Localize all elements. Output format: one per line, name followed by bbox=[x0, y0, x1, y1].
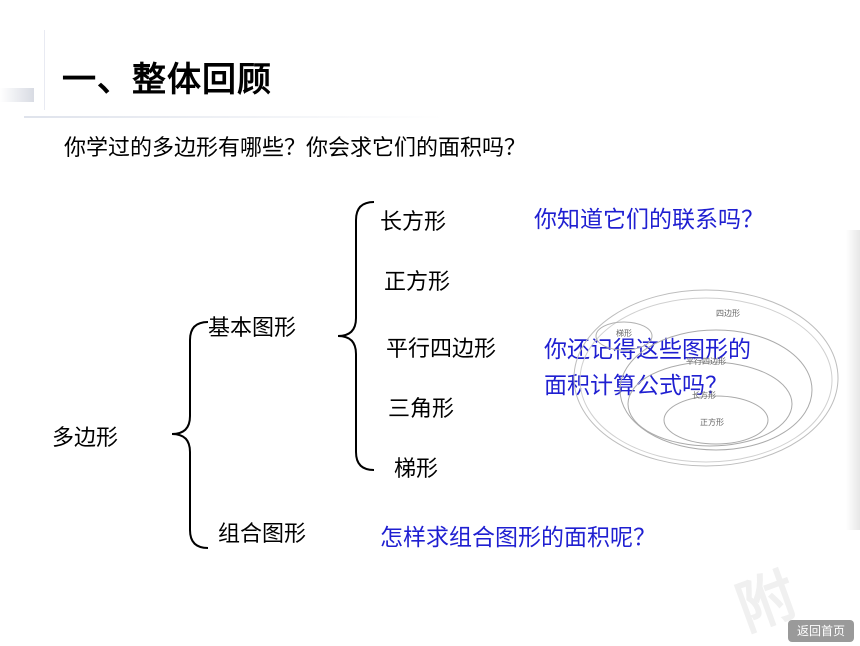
right-edge-shade bbox=[846, 230, 860, 530]
page-title: 一、整体回顾 bbox=[62, 60, 272, 100]
venn-trapezoid-ellipse bbox=[595, 321, 653, 351]
venn-parallelogram-ellipse bbox=[619, 329, 813, 451]
header-accent-bar bbox=[0, 88, 34, 102]
header-vertical-line bbox=[44, 30, 45, 110]
label-combined-shapes: 组合图形 bbox=[218, 522, 307, 547]
venn-rectangle-ellipse bbox=[627, 361, 793, 447]
prompt-relation: 你知道它们的联系吗？ bbox=[534, 207, 764, 233]
back-home-button[interactable]: 返回首页 bbox=[788, 620, 854, 642]
header-underline bbox=[24, 116, 444, 118]
label-basic-shapes: 基本图形 bbox=[208, 316, 297, 341]
quadrilateral-venn-diagram: 四边形 梯形 平行四边形 长方形 正方形 bbox=[573, 289, 839, 467]
venn-outer-ellipse bbox=[573, 289, 839, 467]
root-brace bbox=[171, 321, 209, 549]
prompt-formula-line1: 你还记得这些图形的 bbox=[544, 337, 751, 363]
venn-outer-ellipse-2 bbox=[579, 297, 833, 463]
venn-label-parallelogram: 平行四边形 bbox=[686, 356, 726, 366]
basic-brace bbox=[337, 201, 375, 471]
root-label-polygon: 多边形 bbox=[52, 426, 119, 451]
shape-square: 正方形 bbox=[384, 270, 451, 295]
venn-square-ellipse bbox=[663, 395, 769, 445]
venn-label-square: 正方形 bbox=[700, 417, 724, 427]
shape-trapezoid: 梯形 bbox=[394, 457, 439, 482]
shape-parallelogram: 平行四边形 bbox=[386, 337, 497, 362]
shape-triangle: 三角形 bbox=[388, 397, 455, 422]
prompt-combined-area: 怎样求组合图形的面积呢？ bbox=[380, 525, 656, 551]
venn-label-rectangle: 长方形 bbox=[692, 390, 716, 400]
shape-rectangle: 长方形 bbox=[380, 210, 447, 235]
venn-label-trapezoid: 梯形 bbox=[616, 328, 632, 338]
intro-question: 你学过的多边形有哪些？你会求它们的面积吗？ bbox=[64, 136, 527, 161]
venn-label-quadrilateral: 四边形 bbox=[716, 308, 740, 318]
